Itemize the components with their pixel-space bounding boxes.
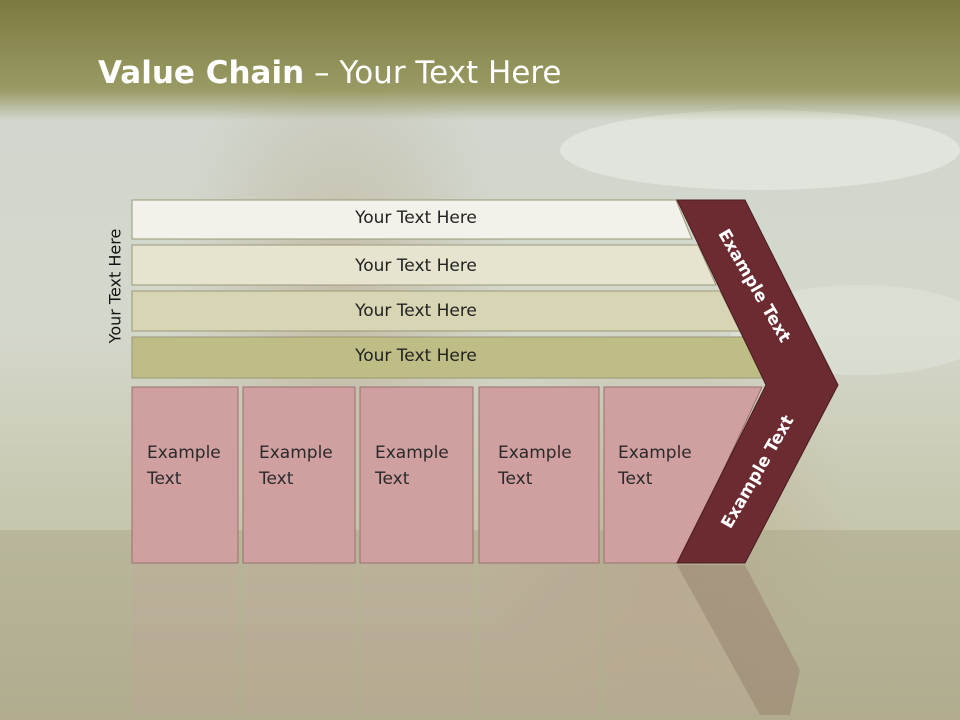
header-band bbox=[0, 0, 960, 120]
slide-title: Value Chain – Your Text Here bbox=[98, 55, 561, 91]
title-rest: – Your Text Here bbox=[304, 55, 562, 91]
row-1-shape bbox=[131, 199, 693, 240]
cell-3-shape bbox=[359, 386, 474, 564]
cell-3-line2: Text bbox=[375, 469, 410, 489]
row-3-label: Your Text Here bbox=[355, 301, 477, 321]
cell-2-shape bbox=[242, 386, 356, 564]
cell-3-line1: Example bbox=[375, 443, 449, 463]
reflection bbox=[132, 565, 800, 715]
cell-2-line2: Text bbox=[259, 469, 294, 489]
row-2-label: Your Text Here bbox=[355, 256, 477, 276]
margin-chevron-shape bbox=[676, 199, 839, 564]
title-bold: Value Chain bbox=[98, 55, 305, 91]
row-2-shape bbox=[131, 244, 717, 286]
cell-2-line1: Example bbox=[259, 443, 333, 463]
cell-1-shape bbox=[131, 386, 239, 564]
row-1-label: Your Text Here bbox=[355, 208, 477, 228]
cell-4-line1: Example bbox=[498, 443, 572, 463]
cell-4-shape bbox=[478, 386, 600, 564]
cell-5-line1: Example bbox=[618, 443, 692, 463]
row-4-label: Your Text Here bbox=[355, 346, 477, 366]
cell-5-line2: Text bbox=[618, 469, 653, 489]
cell-4-line2: Text bbox=[498, 469, 533, 489]
cell-1-line1: Example bbox=[147, 443, 221, 463]
cell-1-line2: Text bbox=[147, 469, 182, 489]
